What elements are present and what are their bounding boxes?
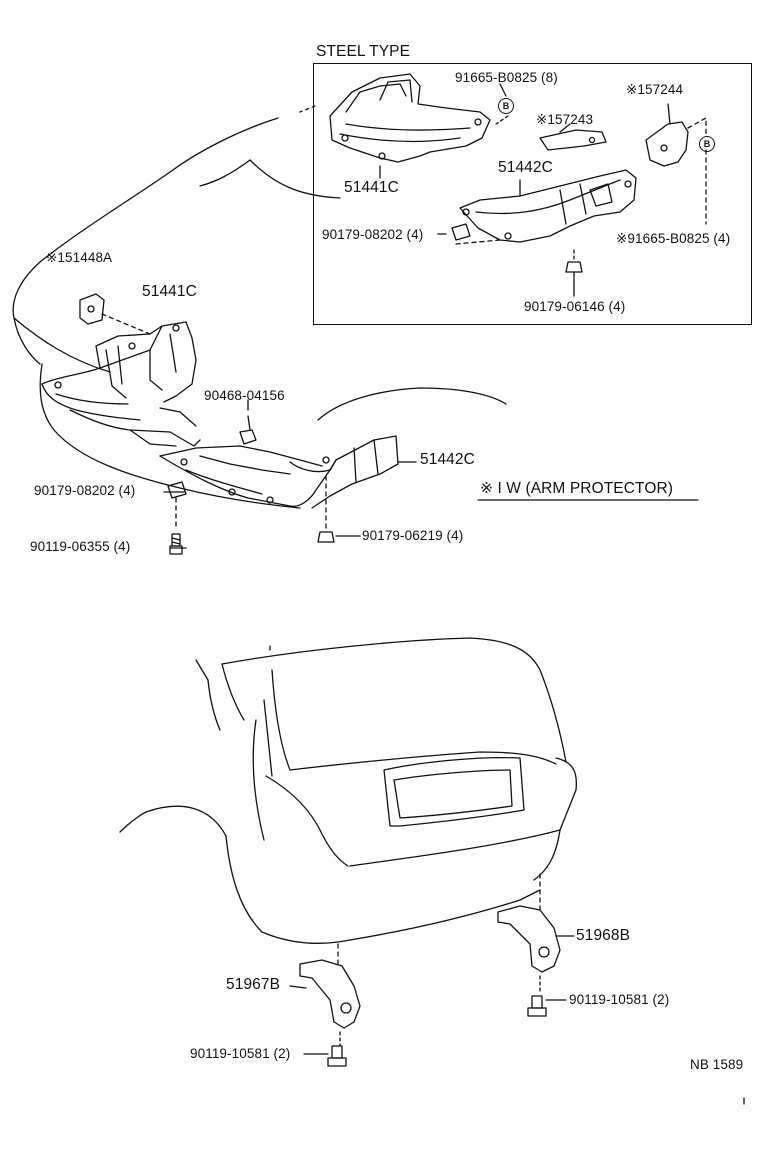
label-front-51442c: 51442C — [420, 451, 475, 468]
label-inset-90179-08202: 90179-08202 (4) — [322, 227, 424, 242]
rear-body-outline — [119, 637, 745, 1105]
label-157244: ※157244 — [626, 82, 684, 97]
label-90468-04156: 90468-04156 — [204, 388, 285, 403]
arm-protector-note: ※ I W (ARM PROTECTOR) — [480, 480, 674, 497]
label-front-51441c: 51441C — [142, 283, 197, 300]
label-51968b: 51968B — [576, 927, 631, 944]
inset-steel-parts — [329, 73, 707, 297]
label-91665-b0825-4: ※91665-B0825 (4) — [616, 231, 731, 246]
label-front-90179-08202: 90179-08202 (4) — [34, 483, 136, 498]
label-rear-bolt-right: 90119-10581 (2) — [569, 992, 670, 1007]
front-body-outline — [12, 105, 507, 509]
front-under-cover — [41, 321, 399, 509]
figure-id: NB 1589 — [690, 1057, 744, 1072]
badge-b-top: B — [498, 98, 514, 114]
badge-b-right: B — [699, 136, 715, 152]
label-151448a: ※151448A — [46, 250, 113, 265]
rear-hooks — [289, 871, 575, 1067]
inset-title: STEEL TYPE — [316, 43, 411, 60]
label-91665-b0825-8: 91665-B0825 (8) — [455, 70, 558, 85]
label-157243: ※157243 — [536, 112, 594, 127]
arm-protector-bracket-front — [79, 293, 151, 335]
label-90179-06146: 90179-06146 (4) — [524, 299, 626, 314]
label-90119-06355: 90119-06355 (4) — [30, 539, 131, 554]
label-inset-51442c: 51442C — [498, 159, 553, 176]
front-small-fasteners — [163, 399, 417, 555]
label-90179-06219: 90179-06219 (4) — [362, 528, 464, 543]
label-51967b: 51967B — [226, 976, 281, 993]
label-rear-bolt-left: 90119-10581 (2) — [190, 1046, 291, 1061]
label-inset-51441c: 51441C — [344, 179, 399, 196]
steel-type-inset — [313, 63, 752, 325]
